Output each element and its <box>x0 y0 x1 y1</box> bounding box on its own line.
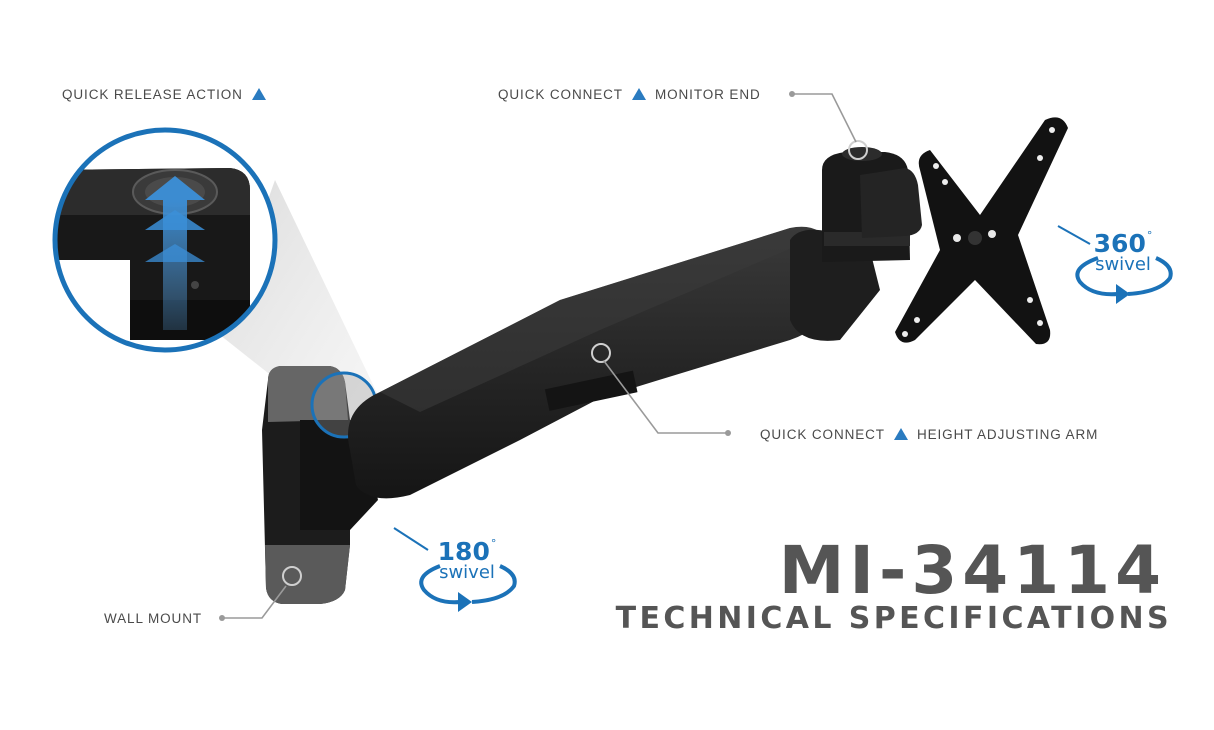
page-title: TECHNICAL SPECIFICATIONS <box>615 601 1172 636</box>
swivel-badge-360: 360° swivel <box>1088 230 1158 274</box>
callout-wall-mount: WALL MOUNT <box>104 611 202 626</box>
swivel-degrees: 180° <box>437 537 497 566</box>
model-number: MI-34114 <box>778 532 1166 609</box>
triangle-up-icon <box>251 88 266 100</box>
callout-height-adjusting-arm: QUICK CONNECT HEIGHT ADJUSTING ARM <box>760 427 1098 442</box>
swivel-pointer-360 <box>1057 225 1091 245</box>
leader-wall-mount <box>222 585 287 619</box>
release-arrows-icon <box>145 176 205 330</box>
triangle-up-icon <box>631 88 646 100</box>
monitor-end-head <box>790 140 922 341</box>
rotation-arrow-360-icon <box>1075 256 1173 304</box>
leader-monitor-end <box>792 93 857 143</box>
callout-text: QUICK RELEASE ACTION <box>62 87 243 102</box>
callout-suffix: HEIGHT ADJUSTING ARM <box>916 427 1099 442</box>
rotation-arrow-180-icon <box>419 564 517 612</box>
swivel-label: swivel <box>1095 254 1151 275</box>
swivel-degrees: 360° <box>1093 229 1153 258</box>
callout-text: WALL MOUNT <box>104 611 203 626</box>
swivel-pointer-180 <box>393 527 429 551</box>
wall-mount-bracket <box>262 366 378 604</box>
callout-prefix: QUICK CONNECT <box>498 87 623 102</box>
leader-height-arm <box>603 360 728 434</box>
leader-dots <box>219 91 795 621</box>
swivel-badge-180: 180° swivel <box>432 538 502 582</box>
vesa-plate <box>895 117 1068 345</box>
swivel-label: swivel <box>439 562 495 583</box>
callout-monitor-end: QUICK CONNECT MONITOR END <box>498 87 761 102</box>
leader-lines <box>222 93 857 619</box>
triangle-up-icon <box>893 428 908 440</box>
callout-prefix: QUICK CONNECT <box>760 427 885 442</box>
quick-release-zoom-detail <box>52 127 278 353</box>
height-adjusting-arm <box>348 226 840 499</box>
callout-quick-release-action: QUICK RELEASE ACTION <box>62 87 275 102</box>
callout-suffix: MONITOR END <box>654 87 761 102</box>
